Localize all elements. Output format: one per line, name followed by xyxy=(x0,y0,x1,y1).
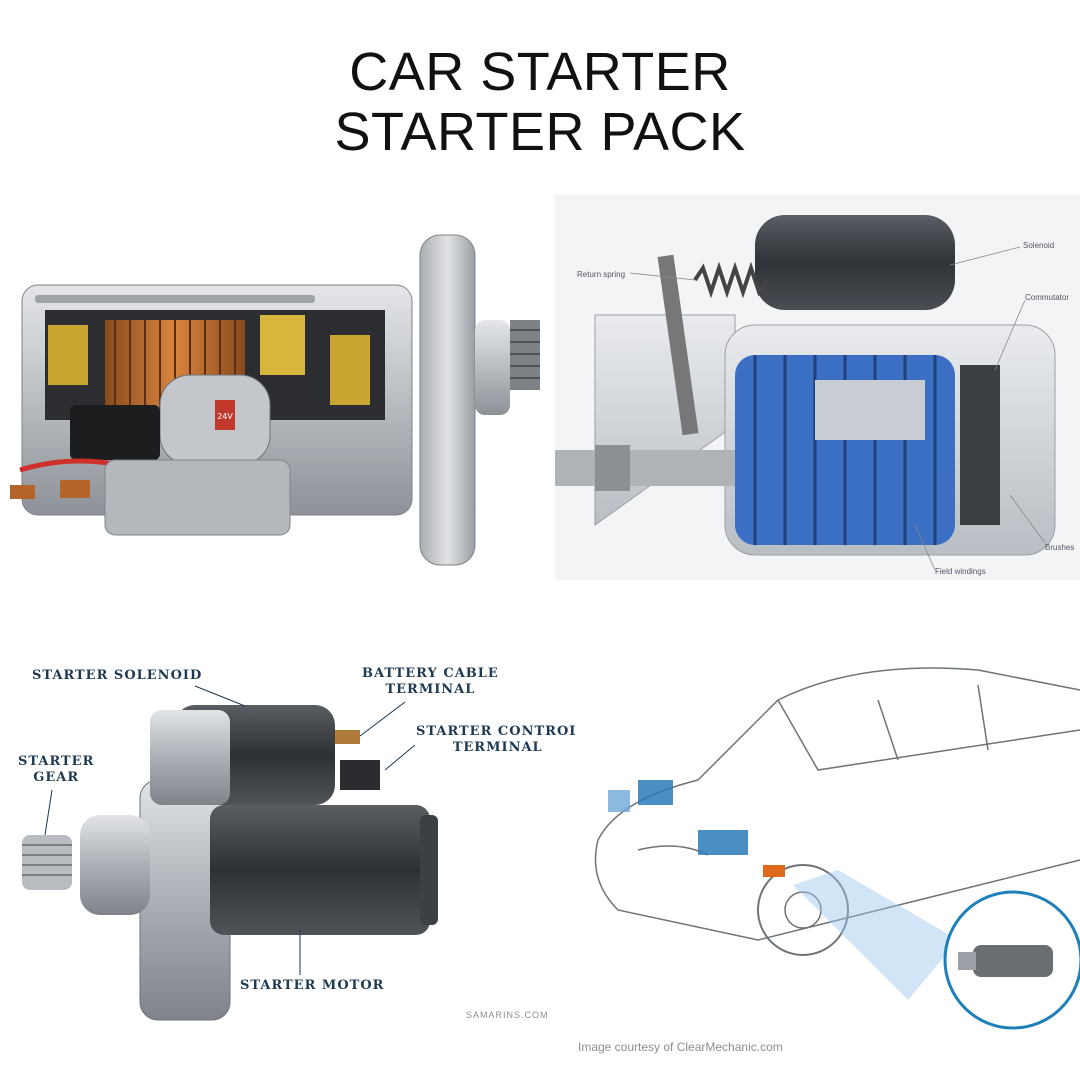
label-starter-gear-line2: Gear xyxy=(33,770,80,785)
labeled-starter-photo: Starter Solenoid Battery Cable Terminal … xyxy=(0,640,575,1080)
title-line-1: CAR STARTER xyxy=(349,42,731,102)
clearmechanic-credit: Image courtesy of ClearMechanic.com xyxy=(578,1040,783,1054)
label-solenoid: Solenoid xyxy=(1023,241,1055,250)
cutaway-starter-photo: 24V xyxy=(10,215,550,575)
label-starter-control-line2: Terminal xyxy=(452,740,543,755)
label-return-spring: Return spring xyxy=(577,270,626,279)
label-commutator: Commutator xyxy=(1025,293,1070,302)
title-line-2: STARTER PACK xyxy=(334,102,746,162)
label-starter-motor: Starter Motor xyxy=(240,978,385,993)
voltage-badge: 24V xyxy=(217,412,233,421)
cutaway-diagram: Return spring Solenoid Commutator Brushe… xyxy=(555,195,1080,580)
label-battery-cable-line1: Battery Cable xyxy=(362,666,499,681)
page-title: CAR STARTER STARTER PACK xyxy=(0,42,1080,162)
label-starter-control-line1: Starter Control xyxy=(416,724,575,739)
label-brushes: Brushes xyxy=(1045,543,1075,552)
label-starter-solenoid: Starter Solenoid xyxy=(32,668,203,683)
label-starter-gear-line1: Starter xyxy=(18,754,95,769)
label-battery-cable-line2: Terminal xyxy=(385,682,476,697)
samarins-credit: SAMARINS.COM xyxy=(466,1010,549,1020)
car-starter-location-illustration: Image courtesy of ClearMechanic.com xyxy=(578,640,1080,1080)
label-field-windings: Field windings xyxy=(935,567,986,576)
